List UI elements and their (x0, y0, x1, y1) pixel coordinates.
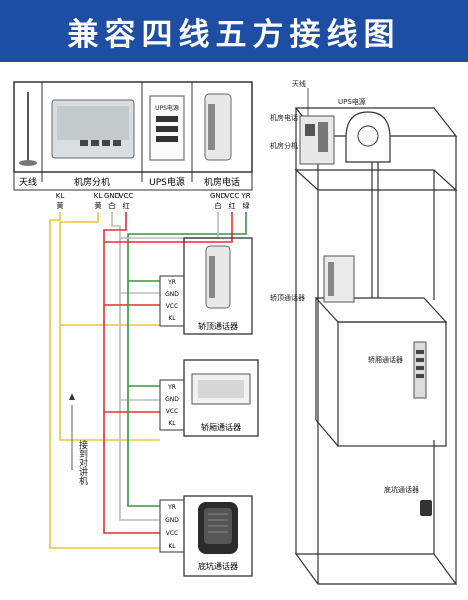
elevator-label-ups: UPS电源 (338, 97, 366, 106)
label-room-unit: 机房分机 (74, 176, 110, 188)
svg-text:GND: GND (165, 291, 179, 298)
svg-text:KL: KL (168, 420, 176, 427)
svg-text:白: 白 (109, 201, 116, 210)
svg-text:KL: KL (168, 315, 176, 322)
svg-text:红: 红 (123, 201, 130, 210)
label-antenna: 天线 (19, 176, 37, 188)
pit-device (420, 500, 432, 516)
svg-text:VCC: VCC (166, 408, 178, 415)
label-ups: UPS电源 (149, 176, 185, 188)
wire-note: 接到对讲机 (69, 393, 88, 486)
antenna-icon (19, 92, 37, 166)
traction-machine-icon (345, 111, 391, 163)
elevator-labels: 天线 机房电话 UPS电源 机房分机 轿顶通话器 轿厢通话器 底坑通话器 (270, 79, 419, 494)
svg-text:VCC: VCC (166, 303, 178, 310)
elevator-shaft (294, 107, 458, 585)
label-machine-phone: 机房电话 (204, 176, 240, 188)
elevator-label-car-inside: 轿厢通话器 (368, 355, 403, 364)
car-inside-intercom-icon (191, 373, 251, 405)
elevator-label-room-unit: 机房分机 (270, 141, 298, 150)
svg-text:白: 白 (215, 201, 222, 210)
station-label-car-top: 轿顶通话器 (198, 321, 238, 331)
room-unit-terminals: KL GND VCC 黄 白 红 (94, 192, 134, 210)
svg-text:绿: 绿 (243, 201, 250, 210)
title-bar: 兼容四线五方接线图 (0, 0, 468, 62)
svg-text:YR: YR (167, 384, 176, 391)
room-unit-icon (51, 99, 135, 159)
svg-text:GND: GND (165, 396, 179, 403)
page-title: 兼容四线五方接线图 (67, 16, 401, 53)
machine-room-devices (299, 115, 335, 165)
svg-text:YR: YR (167, 279, 176, 286)
svg-text:UPS电源: UPS电源 (155, 104, 179, 112)
svg-text:黄: 黄 (57, 201, 64, 210)
elevator-label-pit: 底坑通话器 (384, 485, 419, 494)
wires (49, 212, 247, 549)
svg-text:红: 红 (229, 201, 236, 210)
svg-text:黄: 黄 (95, 201, 102, 210)
top-panel: UPS电源 天线 机房分机 UPS电源 机房电话 KL GND VCC 黄 白 … (13, 81, 253, 210)
svg-text:YR: YR (167, 504, 176, 511)
svg-text:KL: KL (94, 192, 103, 200)
station-car-top: YR GND VCC KL 轿顶通话器 (159, 237, 253, 335)
svg-text:VCC: VCC (166, 530, 178, 537)
svg-text:VCC: VCC (119, 192, 134, 200)
wiring-diagram: UPS电源 天线 机房分机 UPS电源 机房电话 KL GND VCC 黄 白 … (13, 79, 458, 585)
elevator-label-machine-phone: 机房电话 (270, 113, 298, 122)
phone-icon (204, 93, 232, 161)
svg-text:GND: GND (104, 192, 120, 200)
svg-text:GND: GND (210, 192, 226, 200)
svg-text:GND: GND (165, 517, 179, 524)
phone-terminals: GND VCC YR 白 红 绿 (210, 192, 251, 210)
elevator-label-antenna: 天线 (292, 79, 306, 88)
car-top-phone-icon (205, 245, 231, 309)
ups-icon: UPS电源 (149, 95, 185, 161)
svg-text:KL: KL (168, 543, 176, 550)
elevator-label-car-top: 轿顶通话器 (270, 293, 305, 302)
station-car-inside: YR GND VCC KL 轿厢通话器 (159, 359, 259, 437)
car-panel-device (413, 341, 427, 399)
svg-text:KL: KL (56, 192, 65, 200)
pit-intercom-icon (198, 502, 238, 554)
station-pit: YR GND VCC KL 底坑通话器 (159, 495, 253, 577)
station-label-pit: 底坑通话器 (198, 561, 238, 571)
car-top-device (323, 255, 355, 303)
svg-text:接到对讲机: 接到对讲机 (77, 439, 88, 486)
station-label-car-inside: 轿厢通话器 (201, 422, 241, 432)
svg-text:YR: YR (240, 192, 250, 200)
svg-text:VCC: VCC (225, 192, 240, 200)
